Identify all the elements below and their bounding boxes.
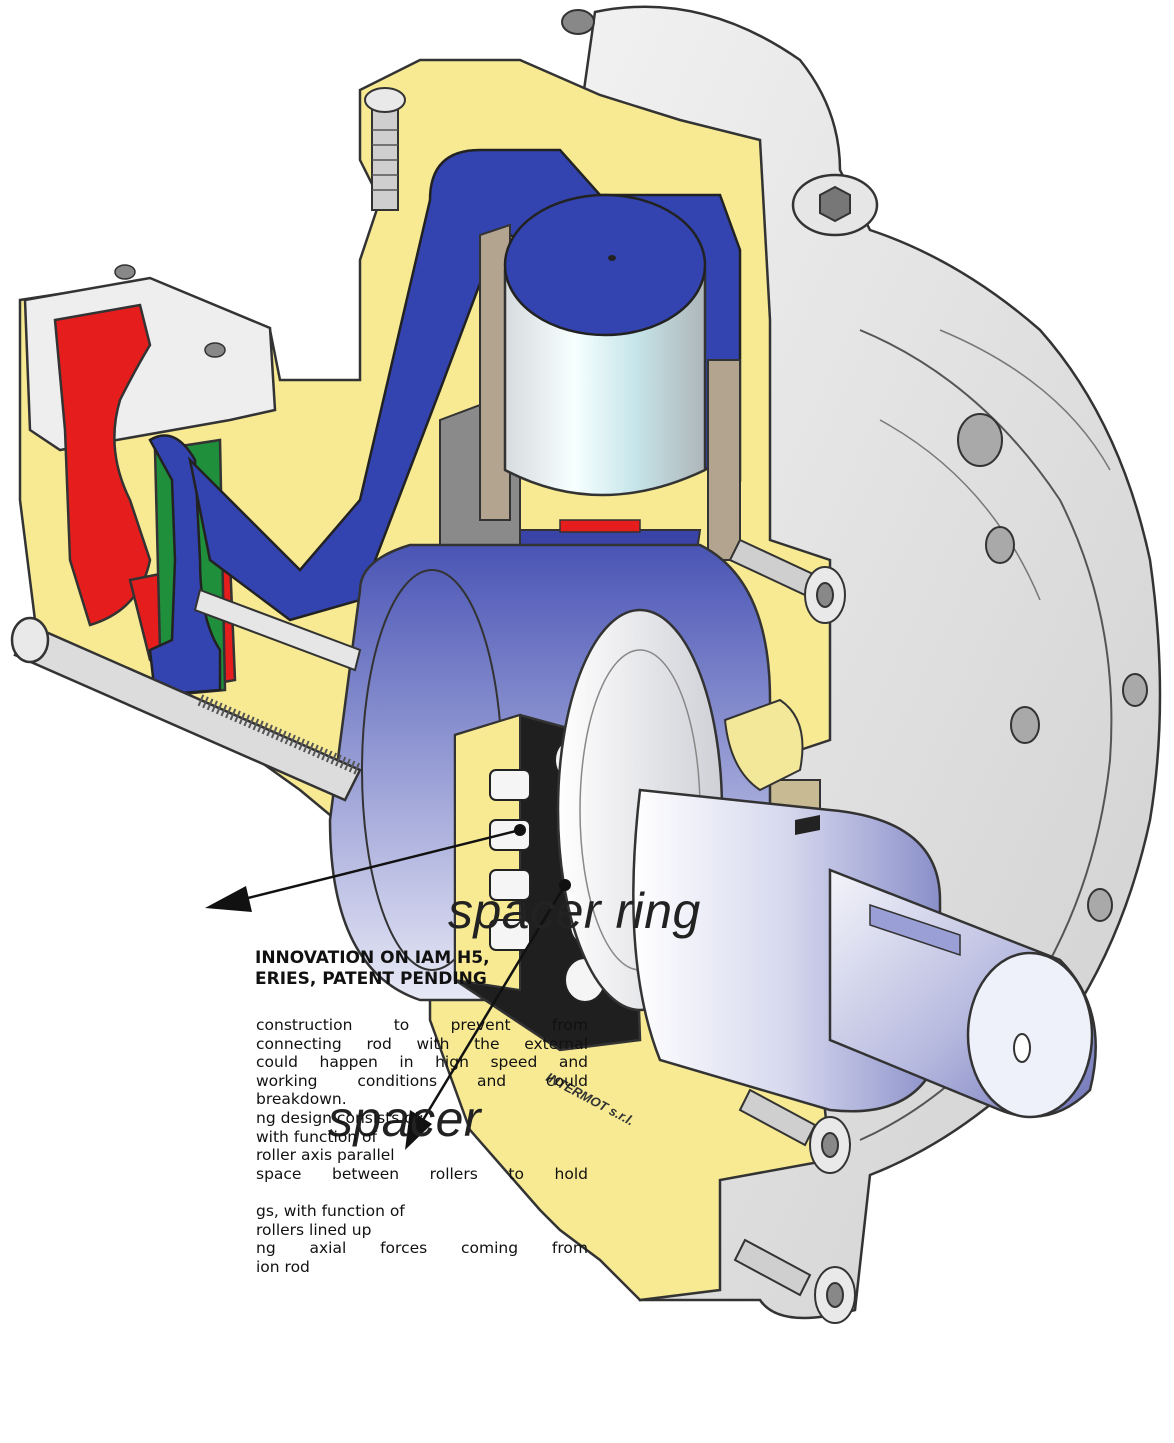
hex-socket-screw-top	[791, 173, 879, 237]
body-line: rollers lined up	[256, 1220, 372, 1239]
body-line: construction to prevent from	[256, 1016, 588, 1034]
side-bolts	[728, 538, 856, 1324]
body-line: gs, with function of	[256, 1201, 405, 1220]
body-line: space between rollers to hold	[256, 1164, 588, 1183]
piston	[503, 193, 707, 601]
spacer-label: spacer	[328, 1091, 482, 1147]
body-line: roller axis parallel	[256, 1146, 395, 1165]
body-line: could happen in high speed and	[256, 1053, 588, 1072]
body-line: connecting rod with the external	[256, 1034, 588, 1053]
spacer-ring-label: spacer ring	[448, 883, 701, 939]
body-line: ng design consists of:	[256, 1108, 424, 1127]
body-line: working conditions and could	[256, 1071, 588, 1090]
pointer-arrows	[205, 824, 571, 1150]
tie-rod	[10, 588, 363, 802]
heading-line-1: INNOVATION ON IAM H5,	[255, 948, 490, 968]
description-text: construction to prevent from connecting …	[256, 1016, 588, 1276]
body-line: ng axial forces coming from	[256, 1239, 588, 1258]
body-line: breakdown.	[256, 1090, 347, 1109]
body-line: ion rod	[256, 1257, 310, 1276]
output-shaft	[632, 788, 1097, 1119]
body-line: with function of	[256, 1127, 377, 1146]
heading: INNOVATION ON IAM H5, ERIES, PATENT PEND…	[255, 948, 490, 990]
heading-line-2: ERIES, PATENT PENDING	[255, 969, 487, 989]
top-bolt	[364, 87, 406, 211]
key-pin	[723, 698, 804, 792]
body-line	[256, 1183, 588, 1202]
